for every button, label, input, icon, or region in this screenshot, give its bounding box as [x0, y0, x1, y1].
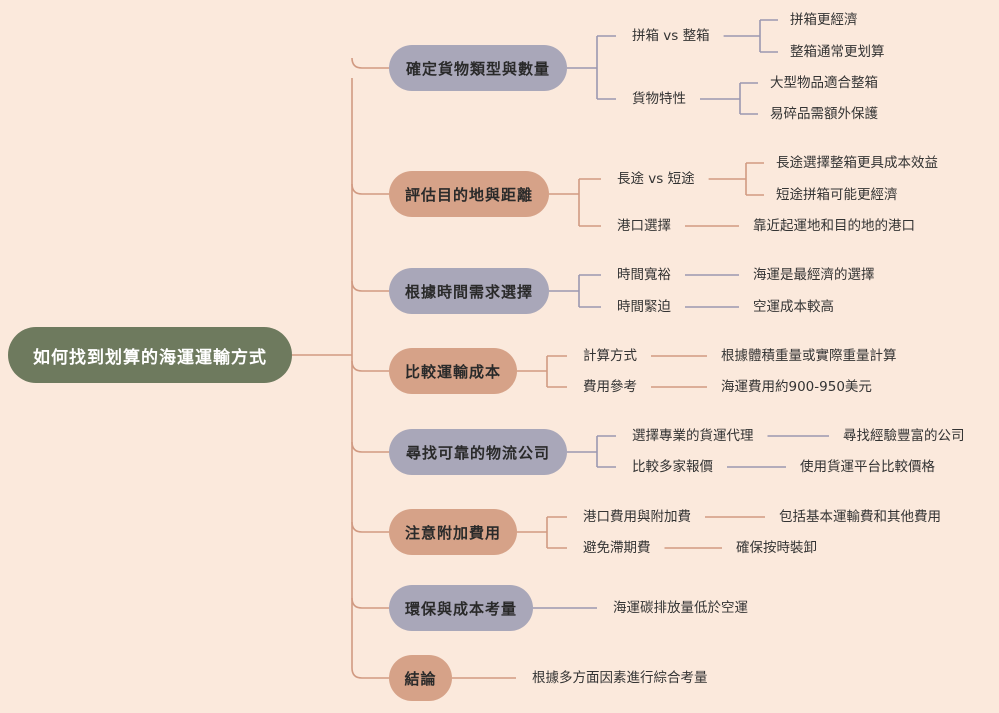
leaf-node[interactable]: 使用貨運平台比較價格 [800, 459, 935, 475]
sub-node-long-vs-short[interactable]: 長途 vs 短途 [617, 171, 695, 187]
connector-line [351, 597, 389, 609]
leaf-node[interactable]: 易碎品需額外保護 [770, 106, 878, 122]
branch-node-environment[interactable]: 環保與成本考量 [389, 585, 533, 631]
leaf-node[interactable]: 確保按時裝卸 [736, 540, 817, 556]
leaf-node[interactable]: 短途拼箱可能更經濟 [776, 187, 898, 203]
sub-node-port-choice[interactable]: 港口選擇 [617, 218, 671, 234]
leaf-node[interactable]: 尋找經驗豐富的公司 [843, 428, 965, 444]
branch-node-cargo-type[interactable]: 確定貨物類型與數量 [389, 45, 567, 91]
sub-node-conclusion-text[interactable]: 根據多方面因素進行綜合考量 [532, 670, 708, 686]
branch-node-conclusion[interactable]: 結論 [389, 655, 452, 701]
branch-node-extra-fees[interactable]: 注意附加費用 [389, 509, 517, 555]
connector-line [351, 667, 389, 679]
sub-node-calc-method[interactable]: 計算方式 [583, 348, 637, 364]
leaf-node[interactable]: 整箱通常更划算 [790, 44, 885, 60]
leaf-node[interactable]: 空運成本較高 [753, 299, 834, 315]
leaf-node[interactable]: 根據體積重量或實際重量計算 [721, 348, 897, 364]
connector-line [351, 183, 389, 195]
connector-line [351, 360, 389, 372]
branch-node-cost-compare[interactable]: 比較運輸成本 [389, 348, 517, 394]
sub-node-freight-agent[interactable]: 選擇專業的貨運代理 [632, 428, 754, 444]
branch-node-logistics-company[interactable]: 尋找可靠的物流公司 [389, 429, 567, 475]
sub-node-lcl-vs-fcl[interactable]: 拼箱 vs 整箱 [632, 28, 710, 44]
leaf-node[interactable]: 海運費用約900-950美元 [721, 379, 872, 395]
sub-node-port-fees[interactable]: 港口費用與附加費 [583, 509, 691, 525]
connector-line [351, 521, 389, 533]
sub-node-cost-reference[interactable]: 費用參考 [583, 379, 637, 395]
leaf-node[interactable]: 海運是最經濟的選擇 [753, 267, 875, 283]
sub-node-demurrage[interactable]: 避免滯期費 [583, 540, 651, 556]
connector-line [351, 441, 389, 453]
sub-node-time-urgent[interactable]: 時間緊迫 [617, 299, 671, 315]
leaf-node[interactable]: 包括基本運輸費和其他費用 [779, 509, 941, 525]
connector-line [351, 280, 389, 292]
leaf-node[interactable]: 大型物品適合整箱 [770, 75, 878, 91]
sub-node-cargo-features[interactable]: 貨物特性 [632, 91, 686, 107]
branch-node-time[interactable]: 根據時間需求選擇 [389, 268, 549, 314]
leaf-node[interactable]: 長途選擇整箱更具成本效益 [776, 155, 938, 171]
leaf-node[interactable]: 靠近起運地和目的地的港口 [753, 218, 915, 234]
sub-node-time-ample[interactable]: 時間寬裕 [617, 267, 671, 283]
root-node[interactable]: 如何找到划算的海運運輸方式 [8, 327, 292, 383]
branch-node-destination[interactable]: 評估目的地與距離 [389, 171, 549, 217]
sub-node-compare-quotes[interactable]: 比較多家報價 [632, 459, 713, 475]
leaf-node[interactable]: 拼箱更經濟 [790, 12, 858, 28]
sub-node-carbon-emission[interactable]: 海運碳排放量低於空運 [613, 600, 748, 616]
connector-line [351, 57, 389, 69]
